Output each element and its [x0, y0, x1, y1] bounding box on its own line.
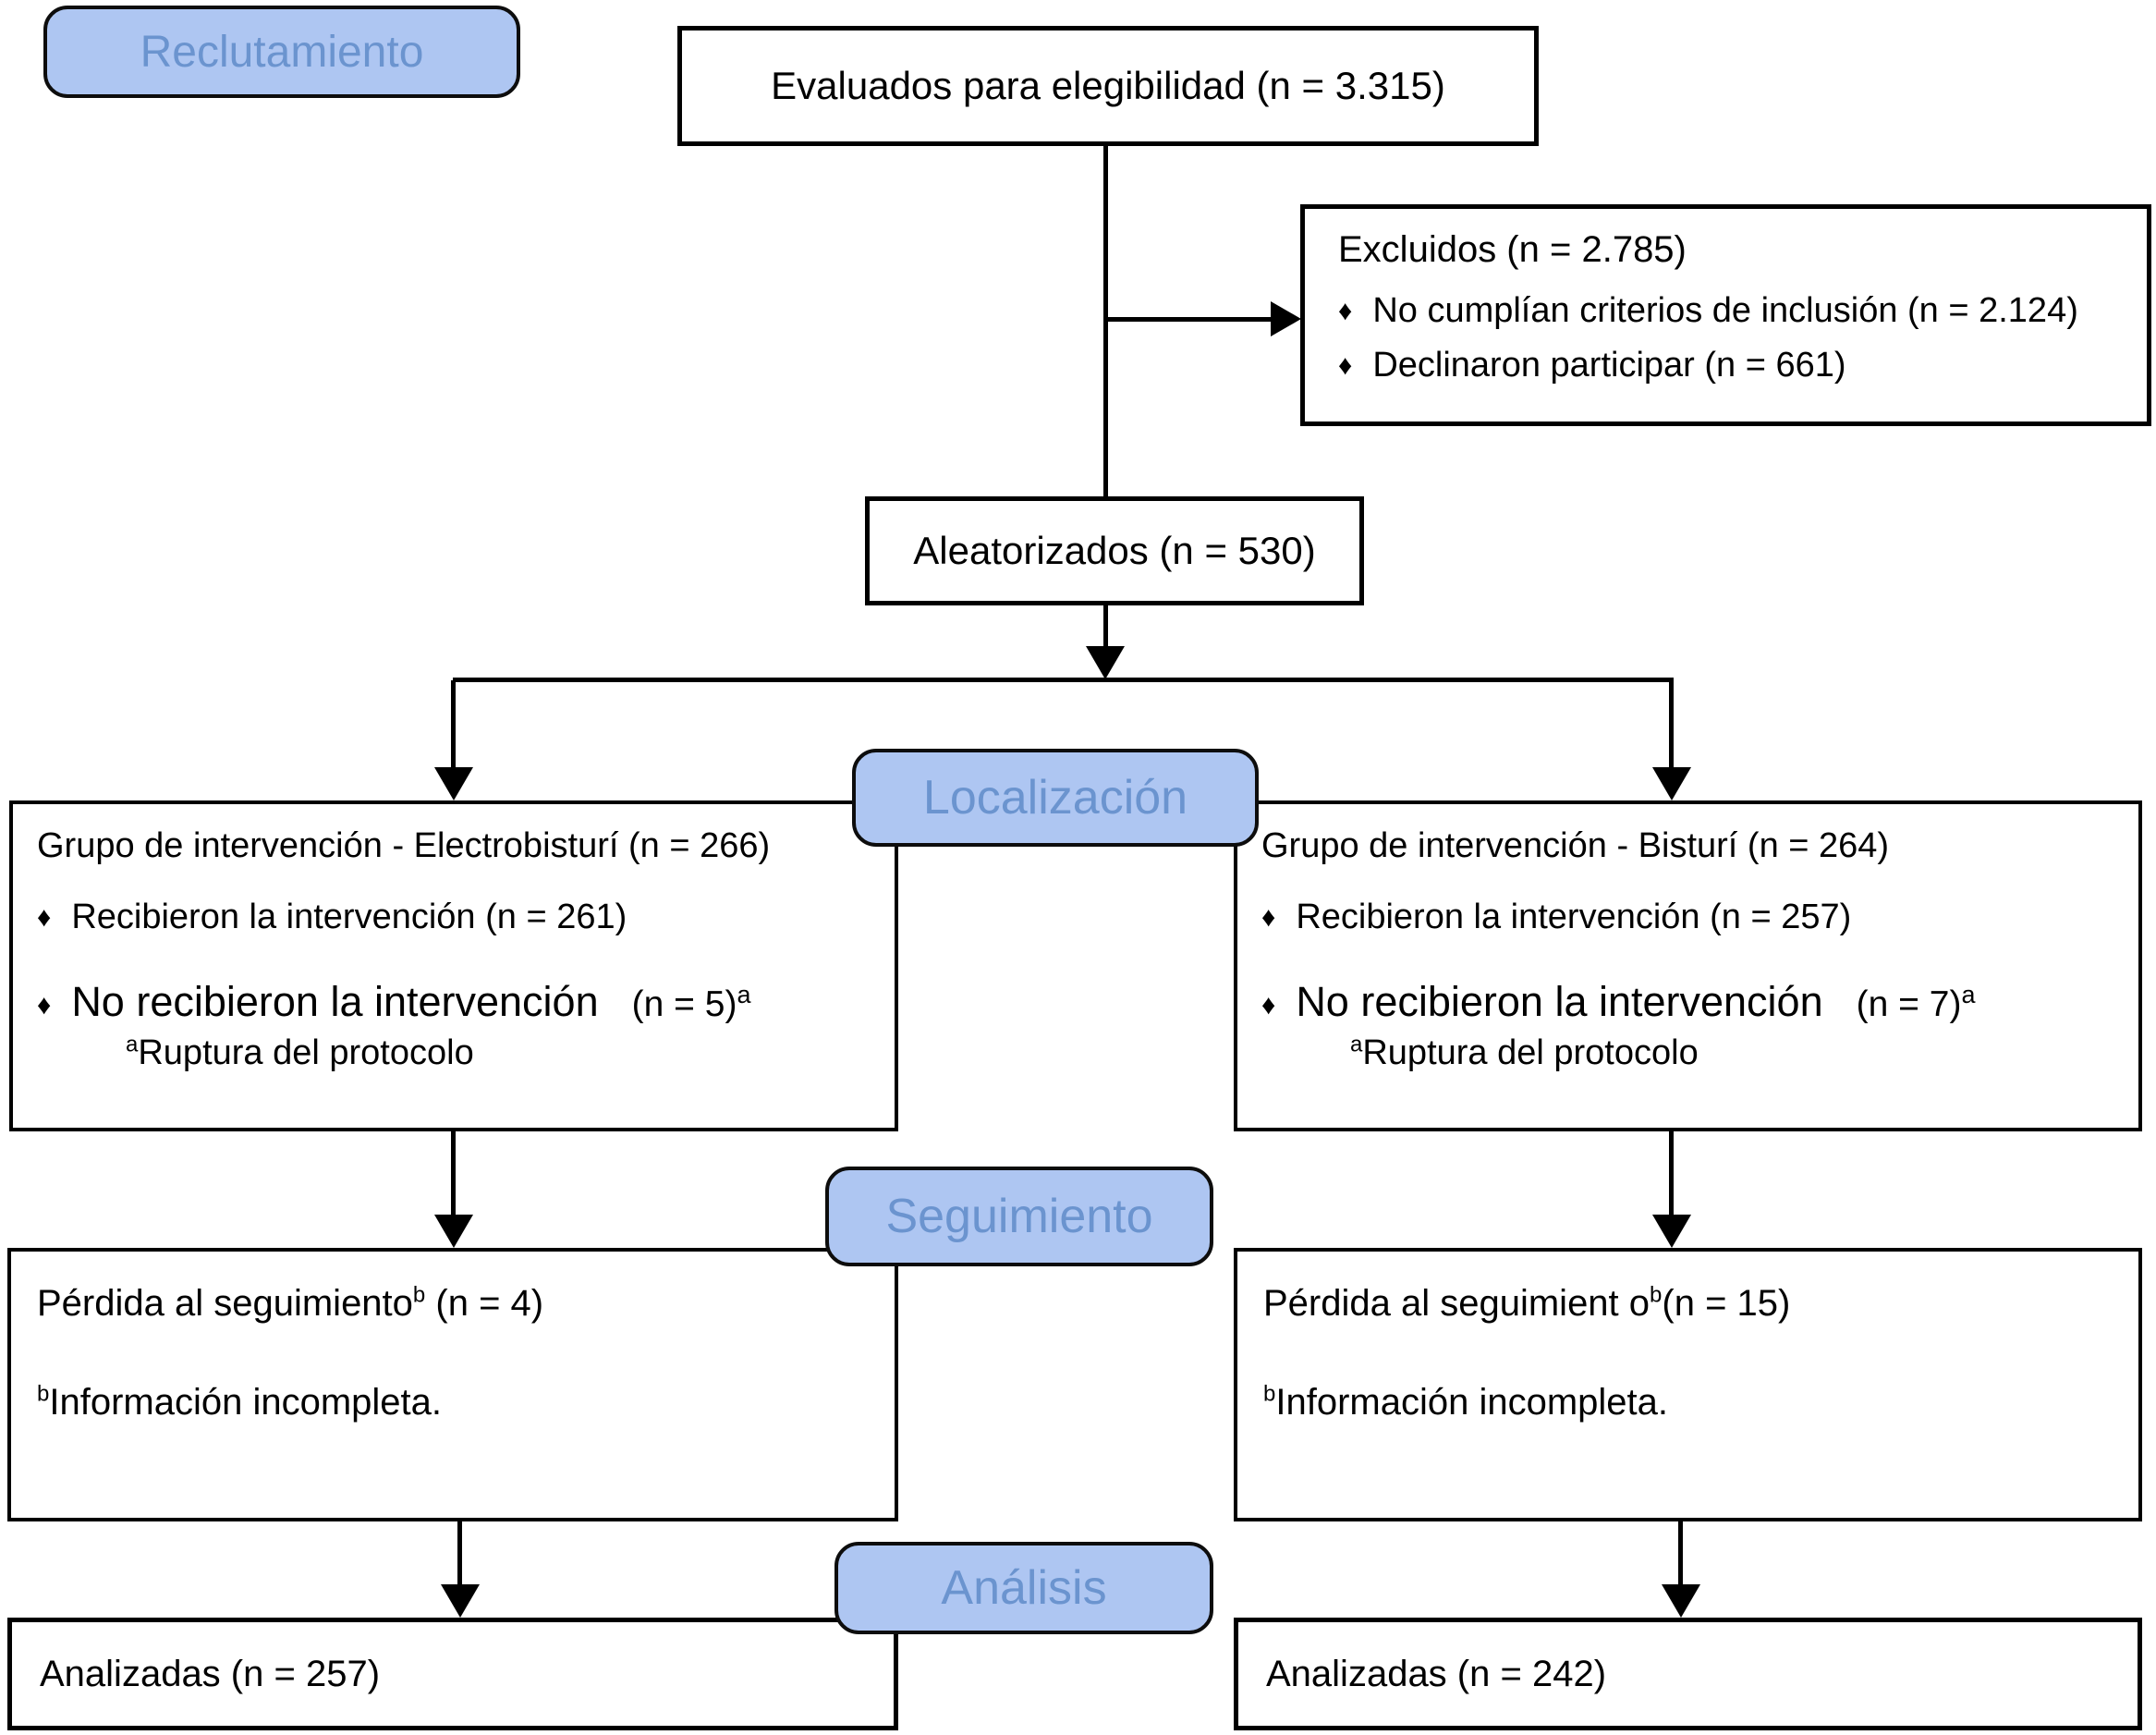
footnote-marker: b — [37, 1381, 50, 1407]
group-received-text: Recibieron la intervención (n = 261) — [71, 898, 627, 936]
connector-split-line — [453, 678, 1674, 682]
footnote-marker: b — [1650, 1282, 1663, 1308]
group-box-bisturi: Grupo de intervención - Bisturí (n = 264… — [1234, 800, 2142, 1131]
connector-stem-line — [1103, 605, 1108, 650]
analysis-box-right: Analizadas (n = 242) — [1234, 1618, 2142, 1730]
connector-followup-right-line — [1669, 1131, 1674, 1216]
followup-box-right: Pérdida al seguimient ob(n = 15) bInform… — [1234, 1248, 2142, 1521]
analysis-right-text: Analizadas (n = 242) — [1266, 1653, 1607, 1694]
group-bullet-row: ♦ Recibieron la intervención (n = 257) — [1261, 898, 2131, 937]
group-footnote: aRuptura del protocolo — [1350, 1032, 1699, 1072]
arrowhead-down-icon — [434, 767, 473, 800]
followup-loss-text: Pérdida al seguimient ob(n = 15) — [1263, 1282, 1791, 1324]
arrowhead-down-icon — [1662, 1584, 1700, 1618]
group-box-electrobisturi: Grupo de intervención - Electrobisturí (… — [9, 800, 898, 1131]
excluded-title: Excluidos (n = 2.785) — [1338, 229, 1687, 270]
group-not-received-n: (n = 5)a — [631, 981, 751, 1025]
group-not-received-text: No recibieron la intervención — [1296, 978, 1823, 1025]
followup-box-left: Pérdida al seguimientob (n = 4) bInforma… — [7, 1248, 898, 1521]
excluded-bullet-text: No cumplían criterios de inclusión (n = … — [1372, 291, 2078, 330]
analysis-left-text: Analizadas (n = 257) — [40, 1653, 381, 1694]
connector-excluded-line — [1103, 317, 1272, 322]
excluded-bullet-row: ♦ No cumplían criterios de inclusión (n … — [1338, 291, 2139, 331]
excluded-box: Excluidos (n = 2.785) ♦ No cumplían crit… — [1300, 204, 2151, 426]
group-not-received-text: No recibieron la intervención — [71, 978, 599, 1025]
group-bullet-row: ♦ Recibieron la intervención (n = 261) — [37, 898, 887, 937]
eligibility-box: Evaluados para elegibilidad (n = 3.315) — [677, 26, 1539, 146]
stage-label-seguimiento: Seguimiento — [825, 1167, 1213, 1266]
arrowhead-down-icon — [434, 1215, 473, 1248]
footnote-marker: a — [1350, 1032, 1363, 1057]
group-title: Grupo de intervención - Bisturí (n = 264… — [1261, 826, 1890, 865]
diamond-bullet-icon: ♦ — [1261, 902, 1276, 933]
arrowhead-right-icon — [1271, 301, 1301, 336]
connector-branch-left-line — [451, 680, 456, 769]
followup-footnote: bInformación incompleta. — [1263, 1381, 1669, 1423]
connector-analysis-left-line — [457, 1521, 462, 1586]
arrowhead-down-icon — [1652, 767, 1691, 800]
footnote-marker: a — [737, 981, 751, 1008]
group-not-received-n: (n = 7)a — [1856, 981, 1976, 1025]
group-bullet-row: ♦ No recibieron la intervención (n = 7)a — [1261, 978, 2131, 1026]
arrowhead-down-icon — [1086, 646, 1125, 679]
followup-loss-text: Pérdida al seguimientob (n = 4) — [37, 1282, 544, 1324]
diamond-bullet-icon: ♦ — [1261, 990, 1276, 1020]
randomized-box: Aleatorizados (n = 530) — [865, 496, 1364, 605]
stage-label-localizacion: Localización — [852, 749, 1259, 847]
connector-branch-right-line — [1669, 680, 1674, 769]
footnote-marker: a — [126, 1032, 139, 1057]
group-footnote: aRuptura del protocolo — [126, 1032, 474, 1072]
footnote-marker: a — [1961, 981, 1976, 1008]
footnote-marker: b — [1263, 1381, 1276, 1407]
group-received-text: Recibieron la intervención (n = 257) — [1296, 898, 1852, 936]
diamond-bullet-icon: ♦ — [37, 902, 52, 933]
analysis-box-left: Analizadas (n = 257) — [7, 1618, 898, 1730]
connector-analysis-right-line — [1678, 1521, 1683, 1586]
diamond-bullet-icon: ♦ — [37, 990, 52, 1020]
randomized-text: Aleatorizados (n = 530) — [913, 529, 1316, 572]
group-bullet-row: ♦ No recibieron la intervención (n = 5)a — [37, 978, 887, 1026]
arrowhead-down-icon — [441, 1584, 480, 1618]
group-title: Grupo de intervención - Electrobisturí (… — [37, 826, 771, 865]
excluded-bullet-row: ♦ Declinaron participar (n = 661) — [1338, 346, 2139, 385]
followup-footnote: bInformación incompleta. — [37, 1381, 443, 1423]
eligibility-text: Evaluados para elegibilidad (n = 3.315) — [771, 64, 1445, 107]
footnote-marker: b — [412, 1282, 426, 1308]
connector-followup-left-line — [451, 1131, 456, 1216]
diamond-bullet-icon: ♦ — [1338, 296, 1353, 326]
stage-label-analisis: Análisis — [834, 1542, 1213, 1634]
arrowhead-down-icon — [1652, 1215, 1691, 1248]
diamond-bullet-icon: ♦ — [1338, 350, 1353, 381]
stage-label-reclutamiento: Reclutamiento — [43, 6, 520, 98]
excluded-bullet-text: Declinaron participar (n = 661) — [1372, 346, 1846, 385]
